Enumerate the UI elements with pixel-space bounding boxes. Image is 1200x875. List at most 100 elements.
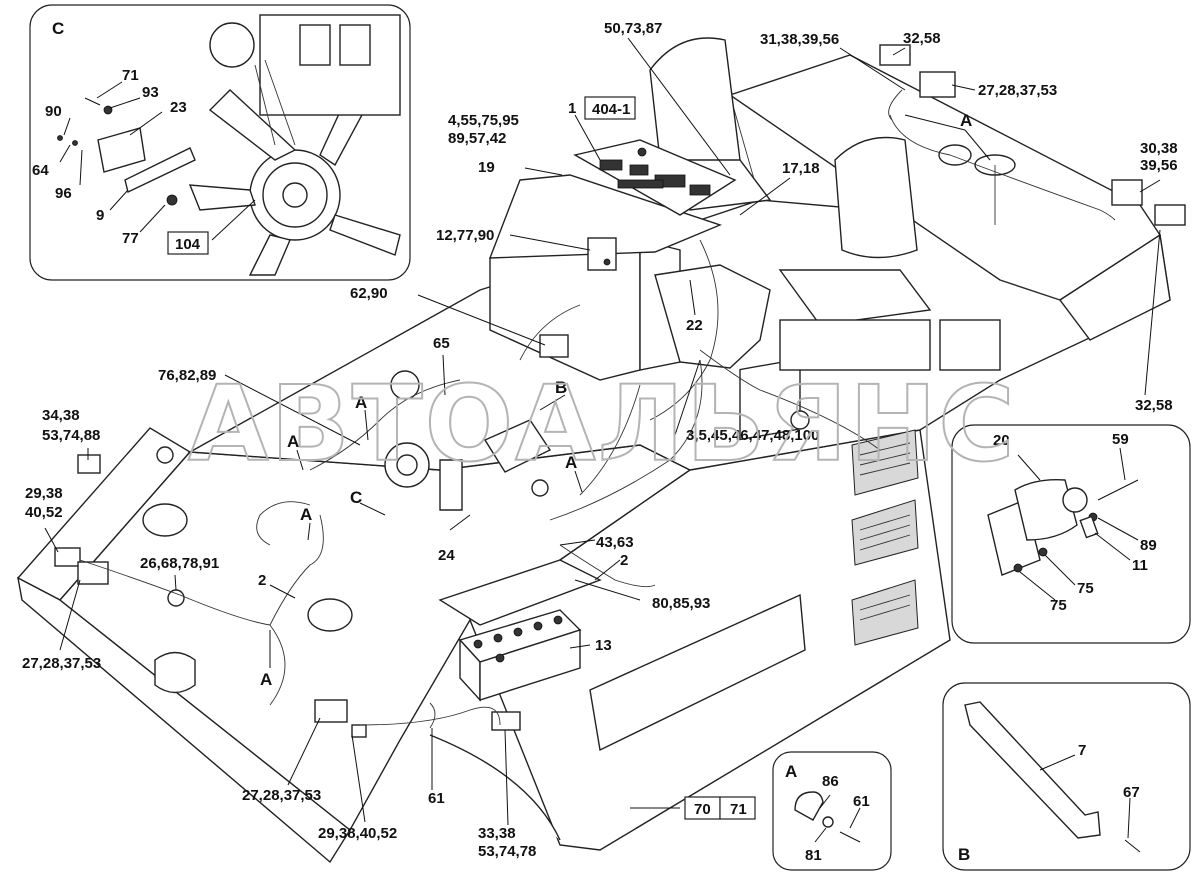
seats	[649, 37, 1001, 371]
callout-12-77-90: 12,77,90	[436, 227, 494, 244]
marker-a-floor: A	[300, 505, 312, 524]
main-frame-drawing	[16, 54, 1171, 864]
sensor-body	[1014, 479, 1078, 541]
callout-76-82-89: 76,82,89	[158, 367, 216, 384]
nut-77	[166, 194, 178, 206]
label-75a: 75	[1077, 580, 1094, 597]
callout-4-55-75-95: 4,55,75,95	[448, 112, 519, 129]
ref-404-1-text: 404-1	[592, 101, 630, 118]
seat-back-right	[834, 136, 918, 259]
callout-27-28-37-53-bottom: 27,28,37,53	[242, 787, 321, 804]
label-96: 96	[55, 185, 72, 202]
battery-front	[479, 629, 581, 701]
label-89: 89	[1140, 537, 1157, 554]
callout-33-38: 33,38	[478, 825, 516, 842]
label-20: 20	[993, 432, 1010, 449]
label-64: 64	[32, 162, 49, 179]
ref-box-104	[167, 231, 209, 255]
left-side-rail	[17, 576, 351, 864]
air-filter	[390, 370, 420, 400]
control-panel	[573, 139, 737, 216]
callout-24: 24	[438, 547, 455, 564]
inset-c: C 71 93 90 23 64 96 9 77 104	[29, 4, 411, 281]
ref-71-text: 71	[730, 801, 747, 818]
leader-lines	[44, 37, 1161, 826]
callout-2-right: 2	[620, 552, 628, 569]
inset-a: A 86 61 81	[772, 751, 892, 871]
relay-23	[97, 127, 146, 173]
marker-a-cab: A	[960, 111, 972, 130]
callout-22: 22	[686, 317, 703, 334]
callout-1: 1	[568, 100, 576, 117]
inset-a-letter: A	[785, 762, 797, 781]
harnesses	[79, 89, 1116, 729]
fan-blade-2	[188, 184, 256, 211]
callout-29-38-40-52: 29,38,40,52	[318, 825, 397, 842]
harness-center	[549, 359, 703, 521]
inset-b-letter: B	[958, 845, 970, 864]
marker-a-right: A	[565, 453, 577, 472]
callout-34-38: 34,38	[42, 407, 80, 424]
front-lamp-small	[77, 561, 109, 585]
marker-a-front: A	[260, 670, 272, 689]
pulley	[209, 22, 255, 68]
callout-29-38: 29,38	[25, 485, 63, 502]
watermark-text: АВТОАЛЬЯНС	[188, 363, 1017, 485]
marker-lamp-34	[77, 454, 101, 474]
cap-1	[938, 144, 972, 166]
inset-a-frame	[772, 751, 892, 871]
washer-93	[103, 105, 113, 115]
seat-back-left	[649, 37, 741, 169]
rear-lamp-right	[491, 711, 521, 731]
floor-hole-1	[142, 503, 188, 537]
label-75b: 75	[1050, 597, 1067, 614]
inset-b: B 7 67	[942, 682, 1191, 871]
label-67: 67	[1123, 784, 1140, 801]
label-9: 9	[96, 207, 104, 224]
label-93: 93	[142, 84, 159, 101]
bracket-9	[124, 147, 196, 194]
floor-hole-2	[307, 598, 353, 632]
callout-32-58-top: 32,58	[903, 30, 941, 47]
inset-sensor-frame	[951, 424, 1191, 644]
fan-blade-4	[329, 214, 401, 256]
callout-30-38: 30,38	[1140, 140, 1178, 157]
seat-base-right	[779, 319, 931, 371]
terminal-block	[539, 334, 569, 358]
top-lamp	[919, 71, 956, 98]
callout-labels: 50,73,87 31,38,39,56 32,58 27,28,37,53 1…	[22, 20, 1178, 860]
components	[54, 44, 1186, 738]
label-77: 77	[122, 230, 139, 247]
ref-box-71	[719, 796, 756, 820]
label-23: 23	[170, 99, 187, 116]
callout-19: 19	[478, 159, 495, 176]
rear-top-bracket	[1154, 204, 1186, 226]
harness-rear	[359, 706, 501, 726]
callout-62-90: 62,90	[350, 285, 388, 302]
bracket-7	[964, 701, 1101, 839]
sensor	[790, 410, 810, 430]
cab-platform-edge	[1058, 233, 1171, 341]
harness-cab	[889, 114, 1116, 221]
top-lamp-bracket	[879, 44, 911, 66]
marker-a-left: A	[287, 432, 299, 451]
clamp-86	[794, 791, 824, 821]
fan-blade-3	[248, 234, 291, 276]
front-lamp-left	[54, 547, 81, 567]
callout-32-58-right: 32,58	[1135, 397, 1173, 414]
callout-2-left: 2	[258, 572, 266, 589]
callout-61: 61	[428, 790, 445, 807]
console-lower	[654, 264, 771, 369]
tow-hook	[154, 651, 196, 694]
label-7: 7	[1078, 742, 1086, 759]
callout-26-68-78-91: 26,68,78,91	[140, 555, 219, 572]
callout-53-74-78: 53,74,78	[478, 843, 536, 860]
inset-sensor: 20 59 89 11 75 75	[951, 424, 1191, 644]
callout-27-28-37-53-top: 27,28,37,53	[978, 82, 1057, 99]
callout-43-63: 43,63	[596, 534, 634, 551]
callout-13: 13	[595, 637, 612, 654]
marker-a-center: A	[355, 393, 367, 412]
label-71: 71	[122, 67, 139, 84]
callout-65: 65	[433, 335, 450, 352]
